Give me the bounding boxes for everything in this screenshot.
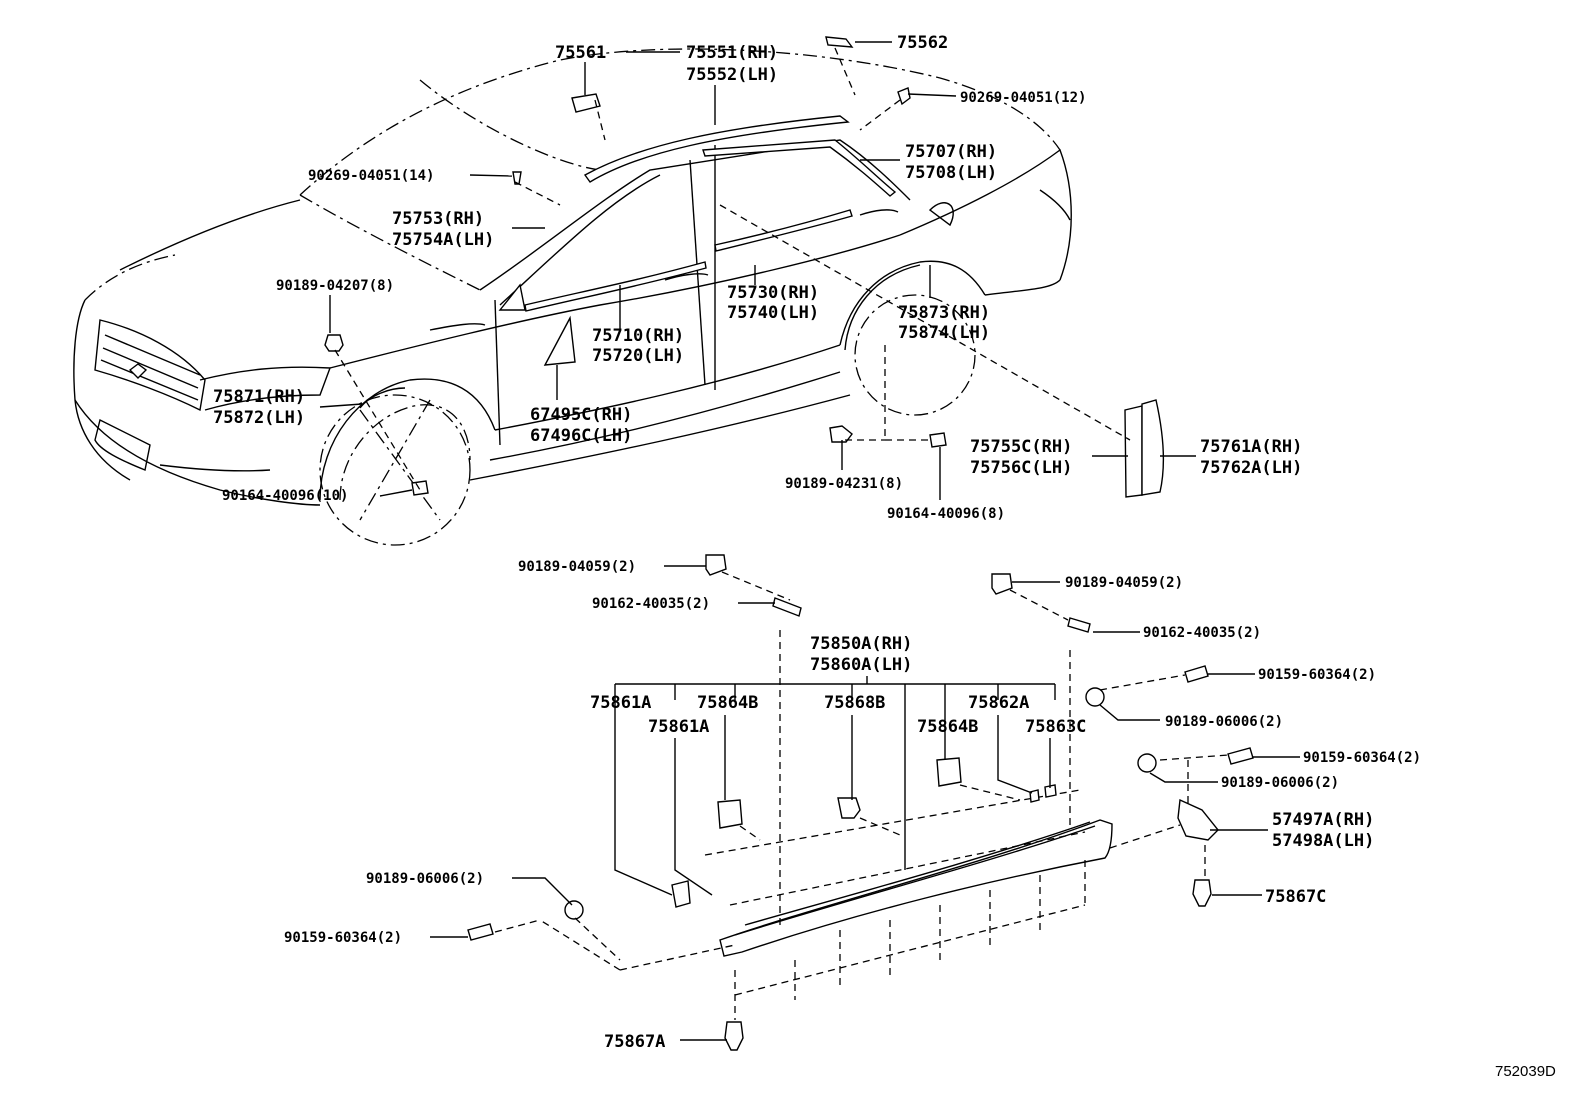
clip-icon-90189-04231 [829,425,853,443]
label-75864b-1: 75864B [697,693,758,713]
label-75873-rh: 75873(RH) [898,303,990,323]
label-75874-lh: 75874(LH) [898,323,990,343]
label-90189-06006-b: 90189-06006(2) [1221,775,1339,791]
screw-icon-90269-14 [512,171,522,185]
label-75867c: 75867C [1265,887,1326,907]
label-75562: 75562 [897,33,948,53]
bracket-icon-57497a [1177,798,1219,841]
label-75761a-rh: 75761A(RH) [1200,437,1302,457]
label-75864b-2: 75864B [917,717,978,737]
label-75730-rh: 75730(RH) [727,283,819,303]
label-75756c-lh: 75756C(LH) [970,458,1072,478]
label-90189-04059-a: 90189-04059(2) [518,559,636,575]
label-90269-04051-12: 90269-04051(12) [960,90,1086,106]
label-75740-lh: 75740(LH) [727,303,819,323]
label-75552-lh: 75552(LH) [686,65,778,85]
screw-icon-90159-c [467,923,494,941]
label-75720-lh: 75720(LH) [592,346,684,366]
clip-icon-90189-06006-a [1085,687,1105,707]
clip-icon-75868b [837,797,861,819]
front-wheel-arch-molding [359,387,406,409]
label-75754a-lh: 75754A(LH) [392,230,494,250]
label-75861a-2: 75861A [648,717,709,737]
clip-icon-75867a [724,1021,744,1051]
screw-icon-90162-b [1067,617,1091,633]
label-90189-04207: 90189-04207(8) [276,278,394,294]
clip-icon-75867c [1192,879,1212,907]
a-pillar-garnish [498,283,526,311]
label-75707-rh: 75707(RH) [905,142,997,162]
label-75710-rh: 75710(RH) [592,326,684,346]
label-67495c-rh: 67495C(RH) [530,405,632,425]
label-75755c-rh: 75755C(RH) [970,437,1072,457]
label-90189-04059-b: 90189-04059(2) [1065,575,1183,591]
label-75862a: 75862A [968,693,1029,713]
label-90159-60364-b: 90159-60364(2) [1303,750,1421,766]
clip-icon-75861a [671,880,691,908]
label-57498a-lh: 57498A(LH) [1272,831,1374,851]
fender-triangle-garnish [543,315,576,366]
screw-icon-90162-a [772,597,802,617]
clip-icon-90189-04059-b [991,573,1013,595]
label-90189-06006-c: 90189-06006(2) [366,871,484,887]
screw-icon-90159-b [1227,747,1254,765]
label-57497a-rh: 57497A(RH) [1272,810,1374,830]
leader-lines [319,41,1300,1041]
label-90164-40096-10: 90164-40096(10) [222,488,348,504]
belt-molding-rear [714,209,853,252]
label-90189-04231: 90189-04231(8) [785,476,903,492]
label-75863c: 75863C [1025,717,1086,737]
belt-molding-front [524,261,707,312]
screw-icon-90269-12 [897,87,911,106]
label-75762a-lh: 75762A(LH) [1200,458,1302,478]
rear-mudguard-parts [1124,399,1165,498]
label-90269-04051-14: 90269-04051(14) [308,168,434,184]
drawing-number: 752039D [1495,1063,1556,1080]
part-labels: 75561 75551(RH) 75552(LH) 75562 90269-04… [213,33,1556,1080]
label-90162-40035-a: 90162-40035(2) [592,596,710,612]
clip-icon-90189-06006-c [564,900,584,920]
label-75708-lh: 75708(LH) [905,163,997,183]
clip-icon-90189-06006-b [1137,753,1157,773]
roof-end-cap-icon [825,36,854,48]
label-75860a-lh: 75860A(LH) [810,655,912,675]
rocker-panel-assembly [719,819,1113,957]
label-90159-60364-c: 90159-60364(2) [284,930,402,946]
roof-molding-clip-icon [571,93,601,113]
label-90159-60364-a: 90159-60364(2) [1258,667,1376,683]
label-67496c-lh: 67496C(LH) [530,426,632,446]
pad-icon-75864b-2 [936,757,962,787]
roof-molding [583,115,850,183]
label-90164-40096-8: 90164-40096(8) [887,506,1005,522]
car-body-outline [73,48,1072,546]
screw-icon-90159-a [1184,665,1209,683]
rear-wheel-arch-molding [844,264,921,351]
rocker-dashed-guides [539,630,1206,1020]
screw-icon-90164-8 [929,432,947,448]
label-75867a: 75867A [604,1032,665,1052]
label-90189-06006-a: 90189-06006(2) [1165,714,1283,730]
clip-icon-75863c [1044,784,1057,798]
label-75872-lh: 75872(LH) [213,408,305,428]
label-75561: 75561 [555,43,606,63]
clip-icon-75862a [1029,789,1040,803]
clip-icon-90189-04207 [324,334,344,352]
screw-icon-90164-10 [411,480,429,496]
window-frame-molding [702,139,897,197]
label-75868b: 75868B [824,693,885,713]
label-75753-rh: 75753(RH) [392,209,484,229]
pad-icon-75864b-1 [717,799,743,829]
label-75861a-1: 75861A [590,693,651,713]
label-75551-rh: 75551(RH) [686,43,778,63]
label-90162-40035-b: 90162-40035(2) [1143,625,1261,641]
label-75850a-rh: 75850A(RH) [810,634,912,654]
label-75871-rh: 75871(RH) [213,387,305,407]
